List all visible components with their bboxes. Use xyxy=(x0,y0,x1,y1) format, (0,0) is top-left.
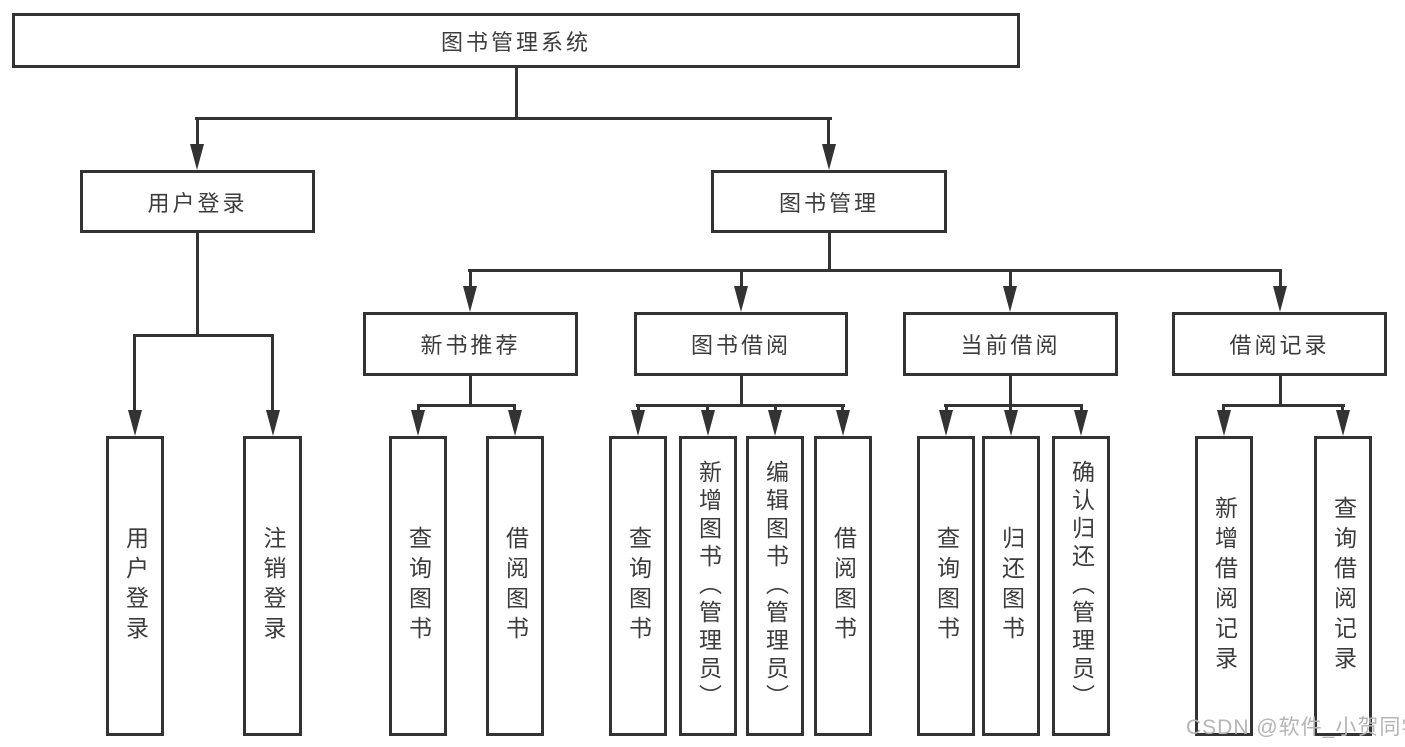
node-book-borrowing: 图书借阅 xyxy=(634,312,848,376)
connector-drop-records xyxy=(1279,272,1282,290)
connector-drop-borrow xyxy=(740,272,743,290)
arrow-down-icon xyxy=(836,410,850,436)
connector-userlogin-split xyxy=(133,334,274,337)
connector-newbook-stem xyxy=(469,376,472,407)
connector-bookmgmt-stem xyxy=(828,233,831,272)
leaf-confirm-return-admin: 确认归还（管理员） xyxy=(1052,436,1110,736)
connector-root-stem xyxy=(515,68,518,120)
arrow-down-icon xyxy=(411,410,425,436)
arrow-down-icon xyxy=(822,144,836,170)
node-new-book-recommend: 新书推荐 xyxy=(363,312,578,376)
connector-drop-logout-leaf xyxy=(271,337,274,414)
leaf-logout: 注销登录 xyxy=(243,436,302,736)
arrow-down-icon xyxy=(1003,286,1017,312)
arrow-down-icon xyxy=(701,410,715,436)
connector-drop-book-mgmt xyxy=(827,120,830,148)
node-user-login: 用户登录 xyxy=(80,170,315,233)
node-current-borrowing: 当前借阅 xyxy=(903,312,1118,376)
leaf-query-borrow-record: 查询借阅记录 xyxy=(1314,436,1372,736)
csdn-watermark: CSDN @软件_小贺同学 xyxy=(1186,716,1405,739)
connector-userlogin-stem xyxy=(196,233,199,337)
leaf-borrow-books: 借阅图书 xyxy=(486,436,544,736)
node-borrowing-records: 借阅记录 xyxy=(1172,312,1387,376)
connector-records-split xyxy=(1222,404,1345,407)
arrow-down-icon xyxy=(1217,410,1231,436)
node-book-management: 图书管理 xyxy=(711,170,947,233)
arrow-down-icon xyxy=(1074,410,1088,436)
connector-drop-current xyxy=(1009,272,1012,290)
arrow-down-icon xyxy=(508,410,522,436)
connector-current-stem xyxy=(1009,376,1012,407)
connector-borrow-stem xyxy=(740,376,743,407)
leaf-query-books: 查询图书 xyxy=(389,436,447,736)
leaf-user-login: 用户登录 xyxy=(106,436,164,736)
connector-current-split xyxy=(944,404,1083,407)
arrow-down-icon xyxy=(768,410,782,436)
leaf-query-books: 查询图书 xyxy=(609,436,667,736)
leaf-add-books-admin: 新增图书（管理员） xyxy=(679,436,737,736)
leaf-query-books: 查询图书 xyxy=(917,436,975,736)
arrow-down-icon xyxy=(128,410,142,436)
leaf-add-borrow-record: 新增借阅记录 xyxy=(1195,436,1253,736)
connector-root-split xyxy=(195,117,832,120)
arrow-down-icon xyxy=(1273,286,1287,312)
arrow-down-icon xyxy=(190,144,204,170)
connector-bookmgmt-split xyxy=(468,269,1282,272)
connector-drop-newbook xyxy=(469,272,472,290)
arrow-down-icon xyxy=(1004,410,1018,436)
arrow-down-icon xyxy=(1336,410,1350,436)
connector-records-stem xyxy=(1279,376,1282,407)
connector-drop-login-leaf xyxy=(133,337,136,414)
leaf-edit-books-admin: 编辑图书（管理员） xyxy=(746,436,804,736)
leaf-return-books: 归还图书 xyxy=(982,436,1040,736)
leaf-borrow-books: 借阅图书 xyxy=(814,436,872,736)
arrow-down-icon xyxy=(939,410,953,436)
arrow-down-icon xyxy=(463,286,477,312)
connector-newbook-split xyxy=(417,404,516,407)
arrow-down-icon xyxy=(266,410,280,436)
node-root-system: 图书管理系统 xyxy=(12,13,1020,68)
connector-drop-user-login xyxy=(196,120,199,148)
arrow-down-icon xyxy=(631,410,645,436)
connector-borrow-split xyxy=(636,404,845,407)
arrow-down-icon xyxy=(734,286,748,312)
